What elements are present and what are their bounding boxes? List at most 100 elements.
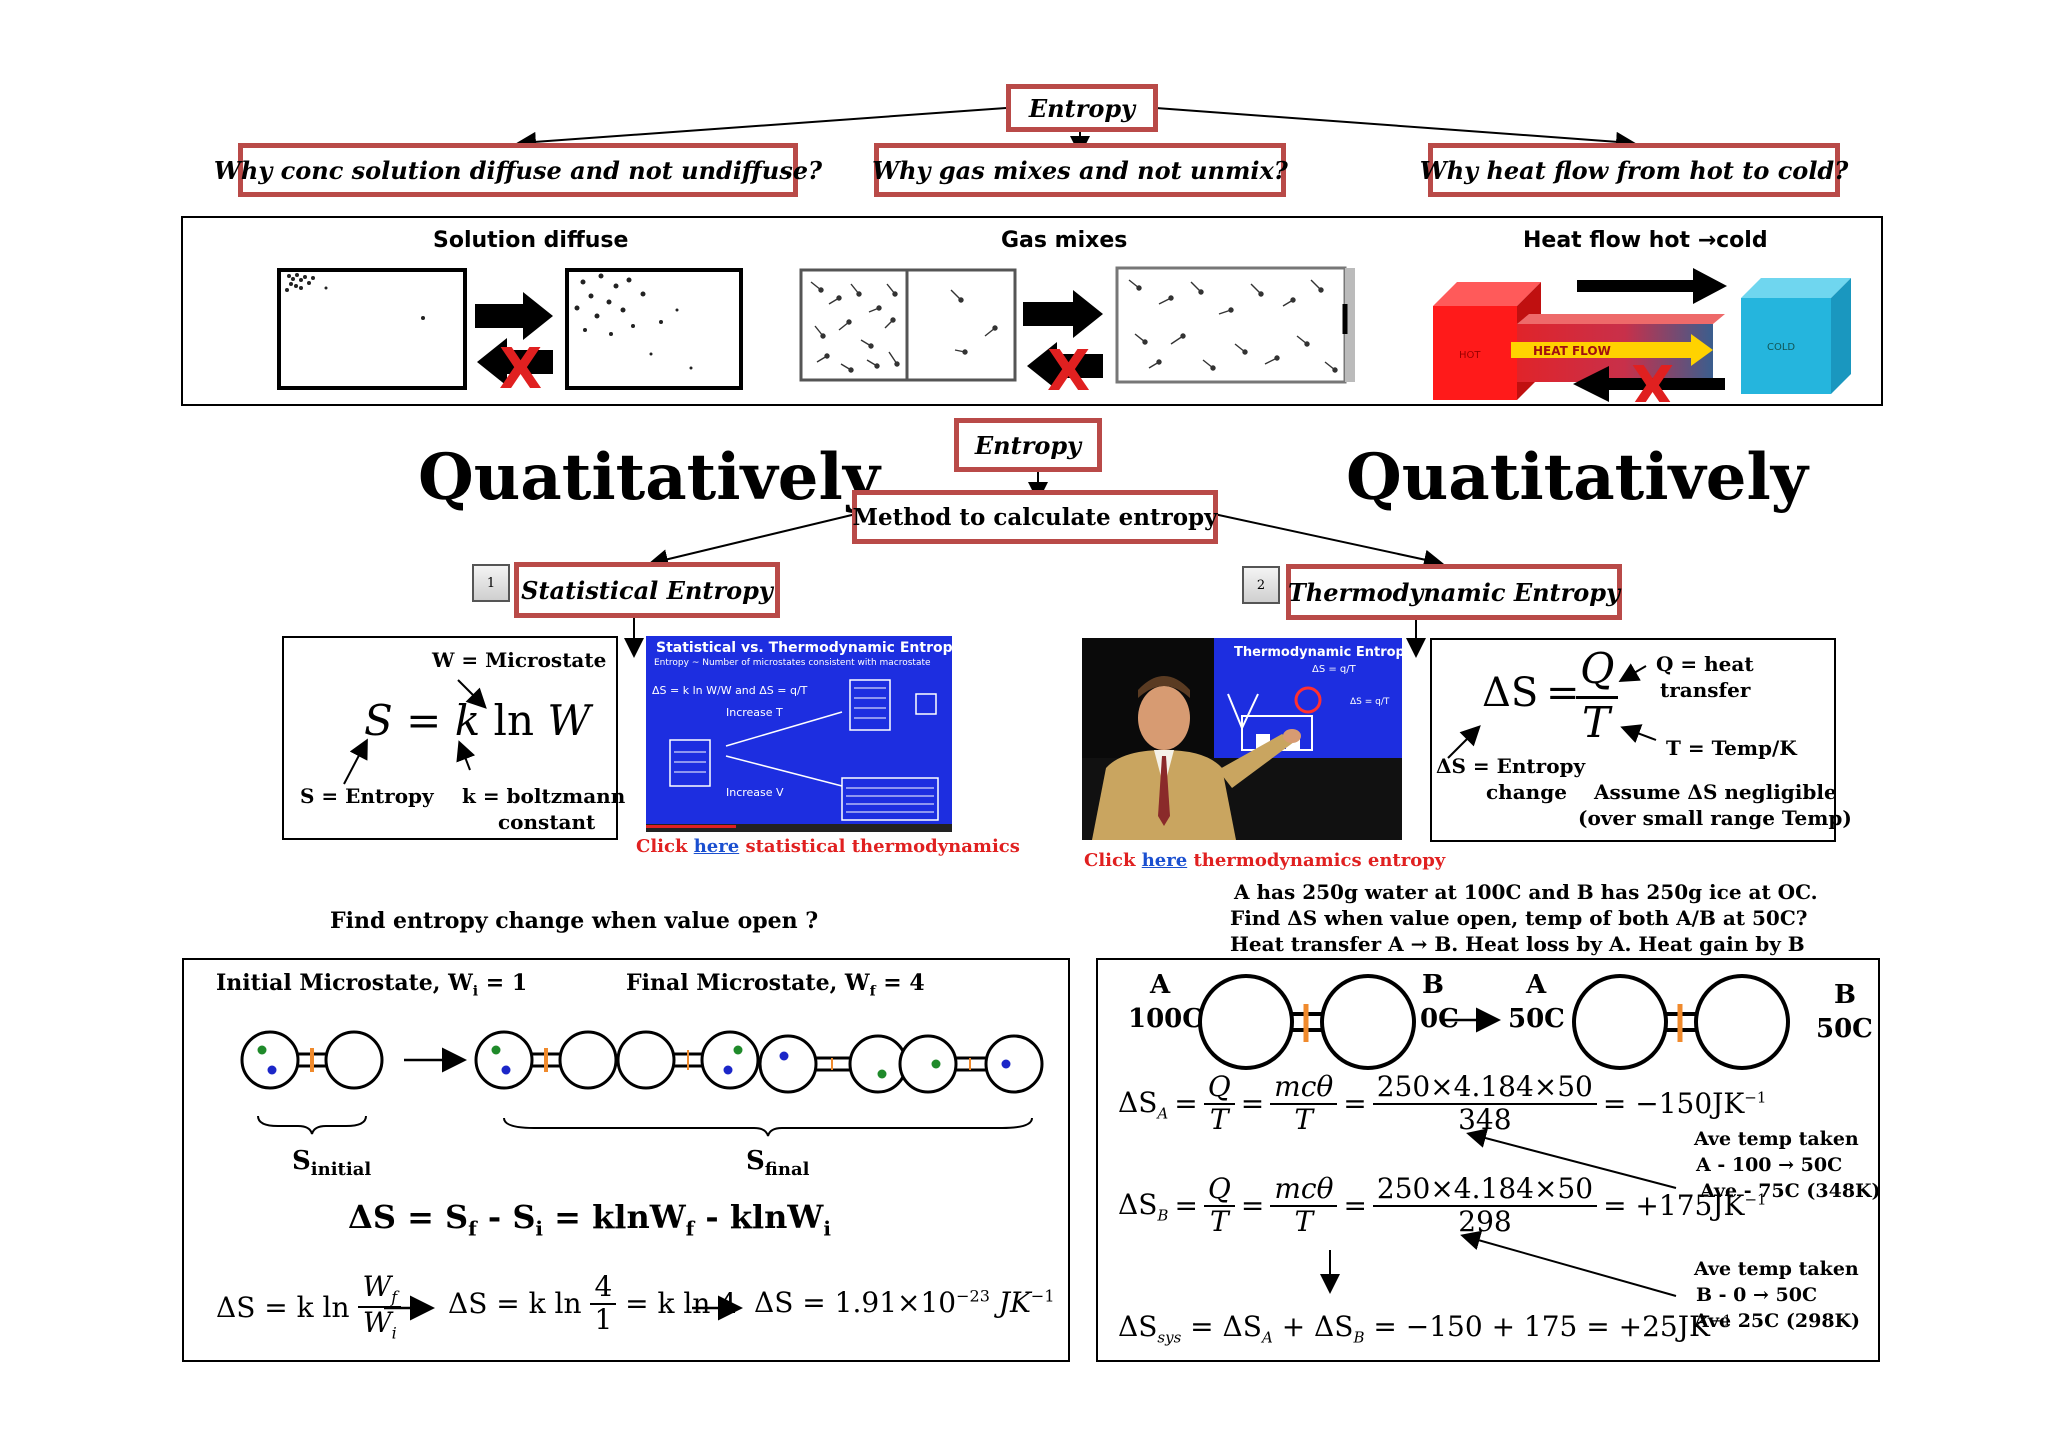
q-heat-label: Q = heat [1656, 652, 1754, 676]
middle-connectors [624, 468, 1444, 658]
note-a-line1: Ave temp taken [1694, 1128, 1859, 1150]
flask-diagrams [1198, 974, 1790, 1297]
microstate-diagrams [240, 1030, 1044, 1137]
solution-diffuse-illustration: X [277, 268, 743, 394]
formula-ln: ln [493, 696, 534, 745]
formula-w: W [547, 696, 591, 745]
initial-microstate-label: Initial Microstate, Wi = 1 [216, 970, 528, 1000]
microstate-label: W = Microstate [432, 648, 607, 672]
stat-video-increase-t: Increase T [726, 706, 783, 719]
note-a-line2: A - 100 → 50C [1696, 1154, 1843, 1176]
svg-text:ΔS = q/T: ΔS = q/T [1350, 697, 1390, 707]
svg-text:X: X [1631, 355, 1674, 402]
thermodynamic-click-line: Click here thermodynamics entropy [1084, 850, 1445, 871]
right-problem-line2: Find ΔS when value open, temp of both A/… [1230, 906, 1808, 930]
svg-text:Thermodynamic Entropy: Thermodynamic Entropy [1234, 645, 1402, 660]
svg-text:X: X [1047, 339, 1090, 394]
statistical-number-badge: 1 [472, 564, 510, 602]
right-problem-line1: A has 250g water at 100C and B has 250g … [1234, 880, 1818, 904]
assume-label-2: (over small range Temp) [1578, 806, 1852, 830]
flask-b1-label: B [1422, 970, 1444, 1000]
svg-text:HOT: HOT [1459, 350, 1481, 361]
boltzmann-formula-panel: W = Microstate S = k ln W S = Entropy k … [282, 636, 625, 840]
svg-text:X: X [499, 337, 542, 394]
stat-click-suffix: statistical thermodynamics [739, 836, 1020, 857]
thermo-click-prefix: Click [1084, 850, 1142, 871]
delta-ssys-equation: ΔSsys = ΔSA + ΔSB = −150 + 175 = +25JK−1 [1118, 1310, 1732, 1347]
question-gas-box: Why gas mixes and not unmix? [872, 143, 1288, 197]
statistical-here-link[interactable]: here [693, 836, 740, 857]
q-transfer-label: transfer [1660, 678, 1751, 702]
thermodynamic-video-thumbnail[interactable]: Thermodynamic Entropy ΔS = q/T ΔS = q/T [1082, 638, 1402, 840]
entropy-root-box: Entropy [1006, 84, 1158, 132]
note-a-line3: Ave - 75C (348K) [1700, 1180, 1881, 1202]
ds-entropy-label: ΔS = Entropy [1436, 754, 1586, 778]
k-constant-label: constant [498, 810, 596, 834]
flask-a2-temp: 50C [1508, 1004, 1565, 1034]
stat-video-title: Statistical vs. Thermodynamic Entropy [656, 640, 952, 656]
question-diffuse-box: Why conc solution diffuse and not undiff… [214, 143, 822, 197]
calc-step-1: ΔS = k ln Wf Wi [216, 1271, 402, 1342]
svg-text:HEAT FLOW: HEAT FLOW [1533, 344, 1611, 358]
final-microstate-label: Final Microstate, Wf = 4 [626, 970, 925, 1000]
boltzmann-arrows [343, 679, 487, 785]
thermodynamic-entropy-box: Thermodynamic Entropy [1286, 564, 1622, 620]
formula-s: S [364, 696, 393, 745]
flask-b1-temp: 0C [1420, 1004, 1459, 1034]
illustration-panel: Solution diffuse Gas mixes Heat flow hot… [181, 216, 1883, 406]
quantitatively-left: Quatitatively [418, 440, 880, 515]
note-b-line3: Ave 25C (298K) [1694, 1310, 1861, 1332]
stat-video-increase-v: Increase V [726, 786, 784, 799]
heat-flow-illustration: HOT HEAT FLOW COLD X [1433, 268, 1851, 402]
svg-text:COLD: COLD [1767, 342, 1795, 353]
quantitatively-right: Quatitatively [1346, 440, 1808, 515]
thermodynamic-here-link[interactable]: here [1141, 850, 1188, 871]
flask-b2-label: B [1834, 980, 1856, 1010]
solution-diffuse-title: Solution diffuse [433, 228, 629, 253]
note-b-line2: B - 0 → 50C [1696, 1284, 1818, 1306]
s-final-label: Sfinal [746, 1146, 810, 1181]
flask-b2-temp: 50C [1816, 1014, 1873, 1044]
s-entropy-label: S = Entropy [300, 784, 434, 808]
svg-text:ΔS = q/T: ΔS = q/T [1312, 664, 1357, 675]
initial-flask-pair [240, 1030, 384, 1090]
svg-text:ΔS = k ln W/W and ΔS = q/T: ΔS = k ln W/W and ΔS = q/T [652, 684, 808, 697]
question-heat-box: Why heat flow from hot to cold? [1420, 143, 1848, 197]
calc-arrows [384, 1295, 743, 1321]
thermodynamic-number-badge: 2 [1242, 566, 1280, 604]
ds-change-label: change [1486, 780, 1567, 804]
clausius-fraction-bar [1576, 696, 1618, 699]
delta-s-definition: ΔS = Sf - Si = klnWf - klnWi [348, 1198, 831, 1241]
formula-eq: = [406, 696, 442, 745]
clausius-q: Q [1580, 644, 1615, 693]
clausius-ds: ΔS [1482, 670, 1539, 716]
s-initial-label: Sinitial [292, 1146, 372, 1181]
k-boltzmann-label: k = boltzmann [462, 784, 626, 808]
stat-click-prefix: Click [636, 836, 694, 857]
microstate-panel: Initial Microstate, Wi = 1 Final Microst… [182, 958, 1070, 1362]
thermo-video-graphics: Thermodynamic Entropy ΔS = q/T ΔS = q/T [1082, 638, 1402, 840]
note-b-line1: Ave temp taken [1694, 1258, 1859, 1280]
clausius-t: T [1582, 698, 1611, 747]
stat-video-subtitle: Entropy ~ Number of microstates consiste… [654, 658, 931, 668]
statistical-click-line: Click here statistical thermodynamics [636, 836, 1020, 857]
entropy-middle-box: Entropy [954, 418, 1102, 472]
statistical-entropy-box: Statistical Entropy [514, 562, 780, 618]
calc-step-3: ΔS = 1.91×10−23 JK−1 [754, 1286, 1055, 1319]
stat-video-graphics: ΔS = k ln W/W and ΔS = q/T [646, 679, 952, 832]
statistical-video-thumbnail[interactable]: Statistical vs. Thermodynamic Entropy En… [646, 636, 952, 832]
flask-a2-label: A [1526, 970, 1547, 1000]
right-problem-line3: Heat transfer A → B. Heat loss by A. Hea… [1230, 932, 1805, 956]
flask-a1-temp: 100C [1128, 1004, 1203, 1034]
clausius-eq: = [1546, 670, 1580, 716]
gas-mixes-title: Gas mixes [1001, 228, 1128, 253]
thermo-click-suffix: thermodynamics entropy [1187, 850, 1446, 871]
assume-label-1: Assume ΔS negligible [1594, 780, 1837, 804]
left-question: Find entropy change when value open ? [330, 908, 819, 934]
clausius-arrows [1447, 663, 1657, 759]
clausius-formula-panel: ΔS = Q T Q = heat transfer T = Temp/K ΔS… [1430, 638, 1852, 842]
